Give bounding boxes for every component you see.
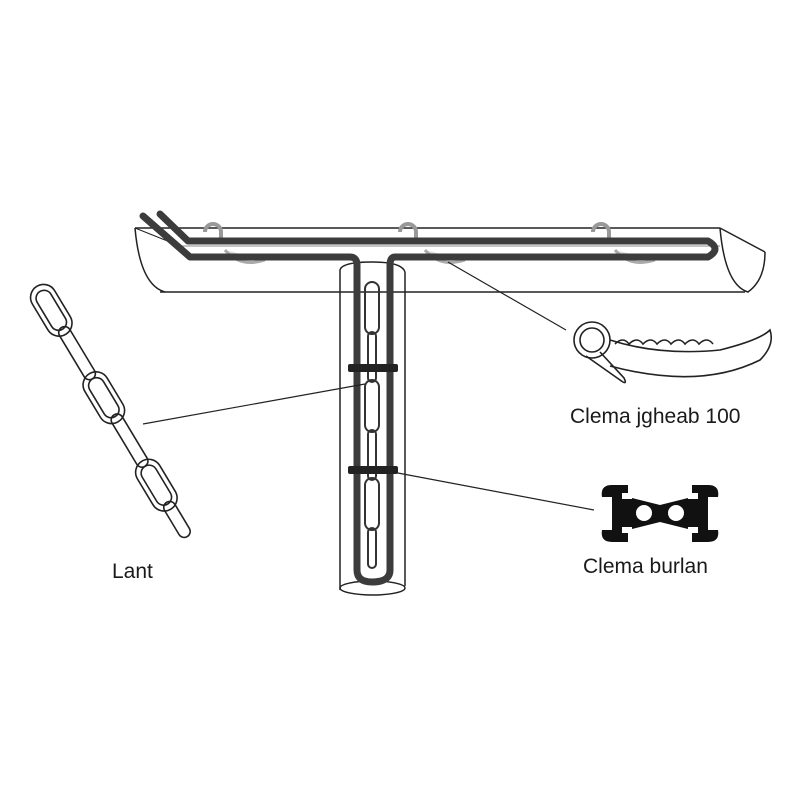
- downpipe-chain: [364, 281, 380, 569]
- downpipe-clamp-illustration: [601, 485, 719, 542]
- downpipe-clip-label: Clema burlan: [583, 555, 708, 578]
- gutter-clip-illustration: [573, 321, 773, 384]
- leader-lines: [142, 261, 595, 511]
- chain-illustration: [29, 283, 191, 539]
- gutter: [134, 227, 766, 293]
- gutter-hooks: [203, 222, 611, 242]
- chain-label: Lant: [112, 560, 153, 583]
- gutter-clip-label: Clema jgheab 100: [570, 405, 741, 428]
- downpipe: [339, 261, 406, 596]
- downpipe-clamps-installed: [348, 364, 398, 474]
- heating-cable: [139, 210, 719, 586]
